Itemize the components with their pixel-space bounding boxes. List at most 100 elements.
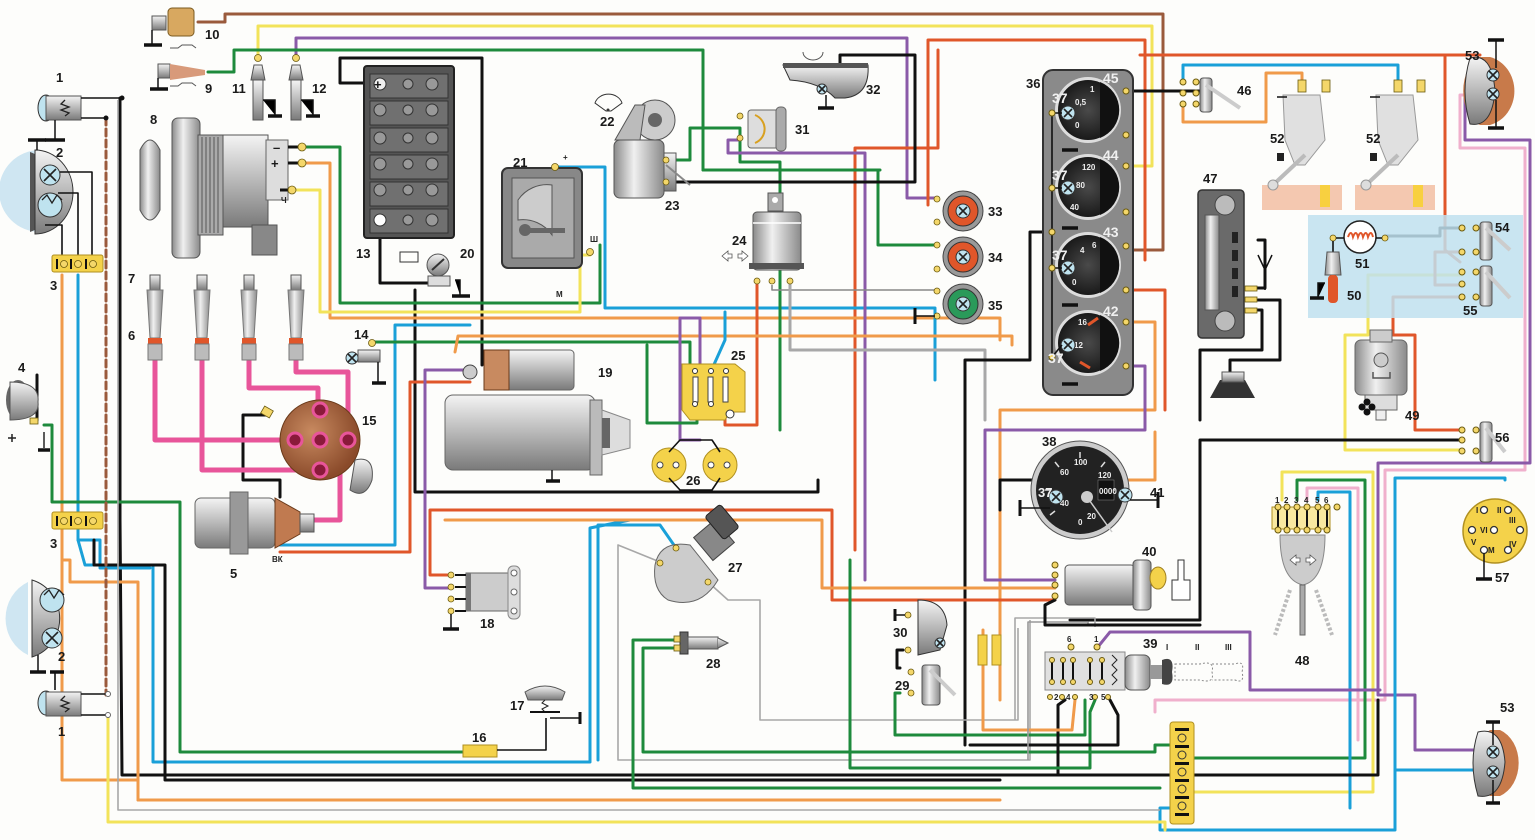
label-56: 56 — [1495, 430, 1509, 445]
component-36-instrument-cluster[interactable]: 0 0,5 1 40 80 120 0 2 4 6 12 — [1042, 69, 1134, 396]
svg-text:VI: VI — [1480, 526, 1488, 535]
component-7-spark-plugs[interactable] — [146, 274, 305, 361]
component-2-headlight-bottom[interactable] — [5, 579, 65, 674]
component-32-dome-lamp[interactable] — [782, 51, 869, 110]
component-23-wiper-motor[interactable] — [613, 99, 691, 199]
svg-text:6: 6 — [1324, 496, 1329, 505]
component-3-connector-bottom[interactable] — [51, 511, 104, 530]
wire-green-39 — [848, 558, 1097, 770]
wire-green-29 — [893, 691, 1087, 737]
svg-text:III: III — [1225, 643, 1232, 652]
component-8-alternator[interactable]: – + Ч — [139, 117, 307, 259]
component-29-interior-switch[interactable] — [907, 664, 957, 706]
component-16-fuse[interactable] — [462, 718, 547, 758]
component-52-fuel-sender-left[interactable] — [1262, 79, 1342, 210]
wire-blue-25 — [710, 310, 727, 371]
terminal-strip[interactable] — [1169, 721, 1195, 825]
component-15-distributor[interactable] — [260, 399, 373, 494]
component-38-speedometer[interactable]: 0 20 40 60 80 100 120 0000 — [1018, 440, 1160, 540]
component-1-side-marker-bottom[interactable] — [37, 672, 111, 718]
component-39-light-switch[interactable]: 6 1 2 4 3 5 I II III — [1044, 635, 1244, 702]
svg-text:20: 20 — [1087, 512, 1096, 521]
wire-gray-39 — [1014, 617, 1096, 720]
component-14-engine-lamp[interactable] — [345, 339, 386, 385]
component-48-turn-signal-switch[interactable]: 1 2 3 4 5 6 — [1271, 496, 1341, 636]
alt-terminal-minus: – — [273, 140, 280, 155]
wire-black-battery — [338, 56, 484, 367]
component-27-dimmer-switch[interactable] — [654, 504, 740, 603]
svg-text:80: 80 — [1076, 181, 1085, 190]
component-56-fan-switch[interactable] — [1458, 421, 1507, 463]
wire-orange-18 — [443, 518, 1057, 590]
svg-text:0: 0 — [1075, 121, 1080, 130]
component-53-rear-light-bottom[interactable] — [1472, 720, 1519, 805]
component-2-headlight-top[interactable] — [0, 138, 93, 258]
component-35-warning-lamp-green[interactable] — [913, 283, 984, 325]
component-26-connectors[interactable] — [651, 439, 738, 491]
component-3-connector-top[interactable] — [51, 254, 104, 273]
svg-text:V: V — [1471, 538, 1477, 547]
component-57-trailer-socket[interactable]: I II III IV V VI M — [1462, 498, 1528, 581]
svg-text:4: 4 — [1066, 693, 1071, 702]
component-19-starter[interactable] — [444, 349, 631, 483]
component-17-horn-button[interactable] — [524, 685, 582, 724]
svg-text:6: 6 — [1092, 241, 1097, 250]
component-10-oil-pressure-sensor[interactable] — [144, 7, 197, 49]
component-12-temp-gauge-sensor[interactable] — [288, 54, 320, 121]
component-52-fuel-sender-right[interactable] — [1355, 79, 1435, 210]
component-28-brake-switch[interactable] — [673, 631, 730, 655]
wire-blue-right — [1158, 476, 1507, 832]
component-51-heater-resistor[interactable] — [1329, 220, 1389, 254]
label-38: 38 — [1042, 434, 1056, 449]
label-46: 46 — [1237, 83, 1251, 98]
gauge-42-voltmeter: 12 16 — [1055, 310, 1121, 376]
component-1-side-marker-top[interactable] — [37, 94, 125, 142]
label-24: 24 — [732, 233, 747, 248]
wire-gray-dimmer2 — [707, 581, 1019, 721]
wire-black-left2 — [92, 538, 1002, 782]
label-6: 6 — [128, 328, 135, 343]
component-34-warning-lamp[interactable] — [933, 236, 984, 278]
component-25-fuse-block[interactable] — [681, 363, 746, 421]
wire-black-40 — [1043, 598, 1202, 627]
label-31: 31 — [795, 122, 809, 137]
wire-orange-41 — [1123, 430, 1157, 489]
wire-black-headlight — [118, 96, 1380, 777]
svg-text:12: 12 — [1074, 341, 1083, 350]
component-20-ground-switch[interactable] — [426, 253, 470, 298]
radio-speaker[interactable] — [1210, 371, 1255, 398]
label-57: 57 — [1495, 570, 1509, 585]
wire-green-brake — [631, 638, 1162, 790]
component-18-voltage-regulator[interactable] — [443, 565, 521, 631]
component-9-oil-warning-sensor[interactable] — [150, 63, 205, 91]
label-42: 42 — [1103, 303, 1119, 319]
label-18: 18 — [480, 616, 494, 631]
wire-violet-top — [294, 36, 937, 200]
component-46-fuel-selector[interactable] — [1179, 77, 1242, 113]
component-55-heater-mode-switch[interactable] — [1458, 265, 1512, 307]
wire-blue-reg — [553, 165, 937, 382]
component-40-ignition-switch[interactable] — [1051, 559, 1191, 611]
component-4-horn[interactable] — [6, 380, 50, 452]
label-20: 20 — [460, 246, 474, 261]
component-11-temp-warning-sensor[interactable] — [250, 54, 282, 121]
component-54-heater-switch[interactable] — [1458, 221, 1512, 261]
inline-fuses[interactable] — [977, 634, 1002, 666]
svg-text:1: 1 — [1094, 635, 1099, 644]
component-5-ignition-coil[interactable]: ВК — [194, 491, 315, 564]
component-33-warning-lamp[interactable] — [933, 190, 984, 232]
label-53a: 53 — [1465, 48, 1479, 63]
wire-green-brake2 — [641, 646, 1184, 754]
component-30-interior-lamp[interactable] — [893, 599, 948, 656]
component-21-regulator[interactable]: + Ш М — [501, 153, 598, 299]
component-47-radio[interactable] — [1197, 189, 1273, 339]
svg-text:I: I — [1166, 643, 1168, 652]
component-31-wiper-switch[interactable] — [736, 106, 787, 152]
component-50-glow-plug[interactable] — [1310, 241, 1342, 303]
component-49-heater-fan-motor[interactable] — [1354, 329, 1408, 421]
wire-green-left — [42, 423, 470, 754]
wire-redorange-coil — [278, 380, 472, 554]
component-13-battery[interactable]: + — [363, 65, 455, 263]
component-24-turn-relay[interactable] — [721, 192, 804, 285]
component-53-rear-light-top[interactable] — [1463, 38, 1515, 130]
